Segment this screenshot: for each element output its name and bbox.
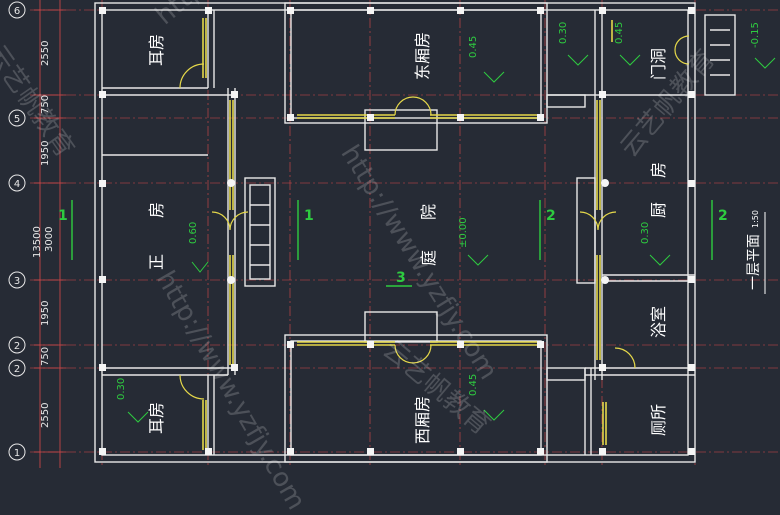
windows bbox=[202, 18, 613, 450]
dimension-1950-top: 1950 bbox=[40, 141, 51, 166]
dimension-lines bbox=[34, 0, 66, 468]
elevation-yard: ±0.00 bbox=[458, 217, 469, 248]
axis-bubbles bbox=[8, 1, 26, 461]
axis-label-1: 1 bbox=[14, 448, 20, 459]
column-nodes bbox=[99, 7, 695, 455]
axis-label-2: 2 bbox=[14, 341, 20, 352]
room-label-ce-suo: 厕所 bbox=[649, 404, 668, 436]
section-mark-1-left: 1 bbox=[58, 208, 68, 224]
room-label-er-fang-bottom: 耳房 bbox=[147, 402, 166, 434]
section-mark-2-mid: 2 bbox=[546, 208, 556, 224]
axis-label-2b: 2 bbox=[14, 364, 20, 375]
plan-scale: 1:50 bbox=[751, 210, 760, 228]
dimension-1950-bottom: 1950 bbox=[40, 301, 51, 326]
elevation-er-fang-bottom: 0.30 bbox=[116, 378, 127, 400]
section-mark-1-mid: 1 bbox=[304, 208, 314, 224]
elevation-top-right-left: 0.30 bbox=[558, 22, 569, 44]
dimension-2550-top: 2550 bbox=[40, 41, 51, 66]
room-label-ting: 庭 bbox=[419, 250, 438, 266]
plan-title: 一层平面 bbox=[746, 234, 762, 290]
dimension-750-bottom: 750 bbox=[40, 347, 51, 366]
axis-label-6: 6 bbox=[14, 6, 20, 17]
section-marks bbox=[71, 200, 713, 287]
room-label-chu-2: 厨 bbox=[649, 202, 668, 218]
room-label-zheng-2: 房 bbox=[147, 202, 166, 218]
doors bbox=[179, 35, 690, 400]
elevation-top-right-far: -0.15 bbox=[750, 22, 761, 48]
elevation-kitchen: 0.30 bbox=[640, 222, 651, 244]
room-label-zheng-1: 正 bbox=[147, 254, 166, 270]
elevation-top-right-mid: 0.45 bbox=[614, 22, 625, 44]
room-label-men-dong: 门洞 bbox=[649, 48, 668, 80]
dimension-750-top: 750 bbox=[40, 95, 51, 114]
axis-label-4: 4 bbox=[14, 179, 20, 190]
elevation-dong-xiang: 0.45 bbox=[468, 36, 479, 58]
room-label-chu-1: 房 bbox=[649, 162, 668, 178]
section-mark-2-right: 2 bbox=[718, 208, 728, 224]
axis-label-5: 5 bbox=[14, 114, 20, 125]
axis-label-3: 3 bbox=[14, 276, 20, 287]
room-label-er-fang-top: 耳房 bbox=[147, 34, 166, 66]
room-label-yuan: 院 bbox=[419, 204, 438, 220]
elevation-xi-xiang: 0.45 bbox=[468, 374, 479, 396]
elevation-zheng-fang: 0.60 bbox=[188, 222, 199, 244]
dimension-13500: 13500 bbox=[32, 226, 43, 258]
floor-plan-drawing: 6 5 4 3 2 2 1 2550 750 1950 13500 3000 1… bbox=[8, 0, 780, 468]
room-label-yu-shi: 浴室 bbox=[649, 306, 668, 338]
section-mark-3: 3 bbox=[396, 270, 406, 286]
room-label-xi-xiang-fang: 西厢房 bbox=[413, 396, 432, 444]
dimension-3000: 3000 bbox=[44, 227, 55, 252]
elevation-markers bbox=[127, 54, 776, 423]
room-label-dong-xiang-fang: 东厢房 bbox=[413, 32, 432, 80]
walls bbox=[94, 2, 736, 463]
dimension-2550-bottom: 2550 bbox=[40, 403, 51, 428]
